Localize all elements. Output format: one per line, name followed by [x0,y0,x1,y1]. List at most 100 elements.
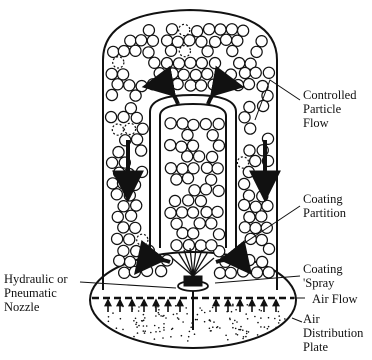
perforation-dot [194,333,196,335]
particle [189,185,200,196]
particle [187,207,198,218]
perforation-dot [186,313,188,315]
particle [167,68,178,79]
particle [195,195,206,206]
perforation-dot [135,324,137,326]
particle [136,35,147,46]
perforation-dot [240,326,242,328]
perforation-dot [176,313,178,315]
perforation-dot [158,312,160,314]
particle [156,266,167,277]
perforation-dot [209,328,211,330]
perforation-dot [278,322,280,324]
perforation-dot [158,309,160,311]
particle [188,119,199,130]
perforation-dot [173,314,175,316]
perforation-dot [260,317,262,319]
perforation-dot [137,332,139,334]
perforation-dot [163,327,165,329]
label-line: Partition [303,206,346,220]
particle [244,145,255,156]
perforation-dot [155,315,157,317]
particle [196,57,207,68]
perforation-dot [157,306,159,308]
perforation-dot [213,321,215,323]
perforation-dot [259,309,261,311]
particle [227,45,238,56]
perforation-dot [143,325,145,327]
perforation-dot [279,319,281,321]
perforation-dot [218,304,220,306]
particle [143,245,154,256]
particle [221,34,232,45]
particle [131,112,142,123]
particle [212,163,223,174]
particle [179,46,190,57]
perforation-dot [138,306,140,308]
particle [194,151,205,162]
perforation-dot [235,333,237,335]
perforation-dot [225,335,227,337]
perforation-dot [231,311,233,313]
particle [202,68,213,79]
particle [263,67,274,78]
particle [171,174,182,185]
particle [112,79,123,90]
perforation-dot [187,340,189,342]
label-line: Distribution [303,326,363,340]
perforation-dot [154,338,156,340]
perforation-dot [227,339,229,341]
particle [173,58,184,69]
perforation-dot [165,317,167,319]
particle [165,118,176,129]
particle [225,69,236,80]
particle [129,179,140,190]
particle [201,162,212,173]
perforation-dot [242,329,244,331]
particle [106,68,117,79]
perforation-dot [201,310,203,312]
perforation-dot [178,305,180,307]
particle [124,123,135,134]
perforation-dot [284,318,286,320]
perforation-dot [247,318,249,320]
particle [232,35,243,46]
particle [113,57,124,68]
particle [165,163,176,174]
perforation-dot [260,310,262,312]
particle [204,24,215,35]
particle [172,79,183,90]
perforation-dot [162,315,164,317]
particle [239,67,250,78]
particle [182,129,193,140]
particle [132,134,143,145]
particle [137,234,148,245]
particle [185,57,196,68]
perforation-dot [209,310,211,312]
perforation-dot [243,336,245,338]
perforation-dot [248,331,250,333]
perforation-dot [212,307,214,309]
perforation-dot [171,329,173,331]
particle [250,222,261,233]
particle [119,267,130,278]
particle [187,140,198,151]
perforation-dot [190,327,192,329]
particle [245,123,256,134]
particle [183,195,194,206]
particle [106,89,117,100]
perforation-dot [142,320,144,322]
particle [143,25,154,36]
particle [147,35,158,46]
perforation-dot [246,331,248,333]
perforation-dot [136,322,138,324]
perforation-dot [196,319,198,321]
perforation-dot [246,333,248,335]
particle [130,45,141,56]
particle [113,147,124,158]
particle [244,212,255,223]
particle [112,233,123,244]
particle [244,255,255,266]
perforation-dot [136,326,138,328]
particle [131,200,142,211]
